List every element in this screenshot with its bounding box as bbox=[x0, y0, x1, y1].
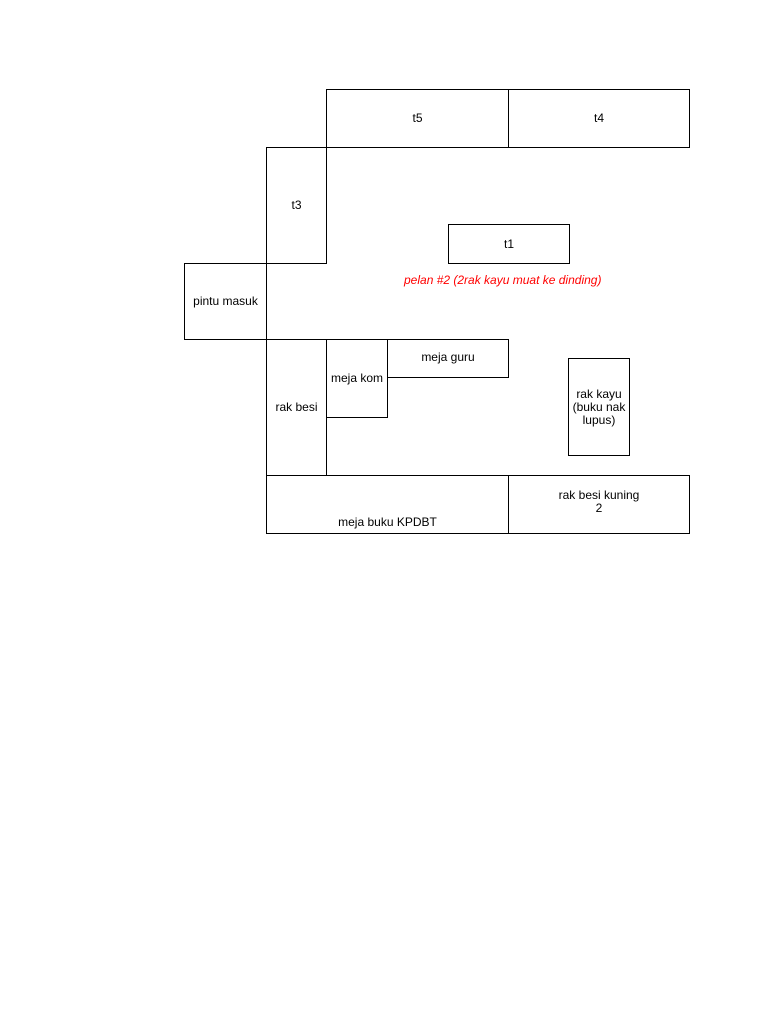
meja-buku-box: meja buku KPDBT bbox=[266, 475, 509, 534]
plan-note: pelan #2 (2rak kayu muat ke dinding) bbox=[404, 273, 602, 287]
rak-kayu-box: rak kayu (buku nak lupus) bbox=[568, 358, 630, 456]
rak-besi-box: rak besi bbox=[266, 339, 327, 476]
meja-guru-label: meja guru bbox=[421, 350, 475, 364]
entrance-box: pintu masuk bbox=[184, 263, 267, 340]
t3-label: t3 bbox=[291, 198, 302, 212]
rak-besi-label: rak besi bbox=[275, 400, 318, 414]
meja-kom-label: meja kom bbox=[330, 371, 383, 385]
t1-box: t1 bbox=[448, 224, 570, 264]
t4-box: t4 bbox=[508, 89, 690, 148]
rak-besi-kuning-box: rak besi kuning 2 bbox=[508, 475, 690, 534]
meja-buku-label: meja buku KPDBT bbox=[338, 515, 437, 529]
t4-label: t4 bbox=[593, 111, 604, 125]
rak-kayu-label: rak kayu (buku nak lupus) bbox=[572, 386, 626, 427]
entrance-label: pintu masuk bbox=[193, 294, 258, 308]
meja-kom-box: meja kom bbox=[326, 339, 388, 418]
t5-label: t5 bbox=[412, 111, 423, 125]
meja-guru-box: meja guru bbox=[387, 339, 509, 378]
rak-besi-kuning-label: rak besi kuning 2 bbox=[558, 488, 640, 515]
t5-box: t5 bbox=[326, 89, 509, 148]
t1-label: t1 bbox=[503, 236, 514, 251]
t3-box: t3 bbox=[266, 147, 327, 264]
